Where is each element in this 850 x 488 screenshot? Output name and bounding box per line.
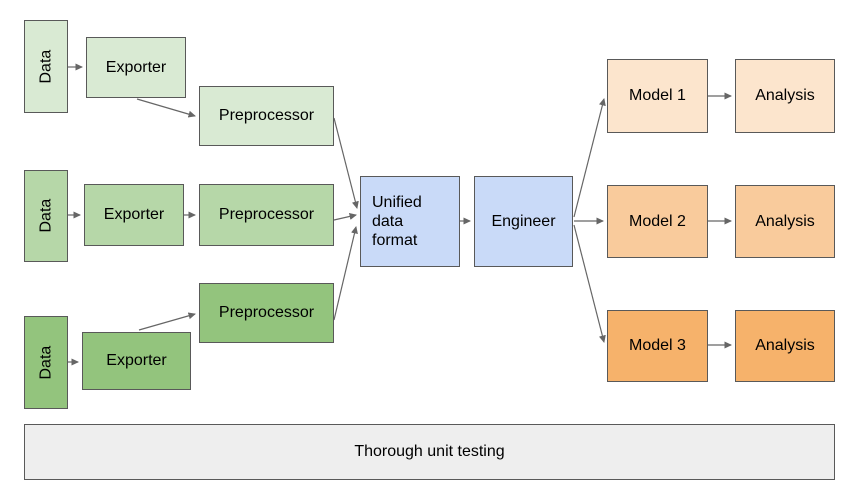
unit-testing-bar: Thorough unit testing [24,424,835,480]
arrow-preprocessor3-to-unified [333,226,358,321]
node-analysis-1-label: Analysis [755,87,815,105]
arrow-engineer-to-model1 [573,98,606,218]
node-engineer-label: Engineer [491,212,556,230]
arrow-preprocessor1-to-unified [333,117,359,209]
node-model-3-label: Model 3 [629,337,686,355]
node-exporter-3: Exporter [82,332,191,390]
node-preprocessor-3: Preprocessor [199,283,334,343]
node-model-1-label: Model 1 [629,87,686,105]
node-analysis-3: Analysis [735,310,835,382]
node-preprocessor-1-label: Preprocessor [218,107,315,125]
node-engineer: Engineer [474,176,573,267]
node-unified-data-format-label: Unified data format [372,193,422,250]
node-exporter-1: Exporter [86,37,186,98]
node-exporter-3-label: Exporter [106,352,167,370]
node-preprocessor-1: Preprocessor [199,86,334,146]
node-exporter-2: Exporter [84,184,184,246]
node-data-1-label: Data [37,49,55,84]
arrow-preprocessor2-to-unified [333,213,357,221]
node-data-2-label: Data [37,199,55,233]
arrow-engineer-to-model3 [573,224,606,343]
node-model-2: Model 2 [607,185,708,258]
node-data-3-label: Data [37,345,55,380]
node-exporter-2-label: Exporter [103,206,165,224]
node-analysis-2-label: Analysis [755,212,815,230]
node-exporter-1-label: Exporter [105,58,167,76]
arrow-exporter1-to-preprocessor1 [136,98,196,118]
node-analysis-2: Analysis [735,185,835,258]
node-model-3: Model 3 [607,310,708,382]
node-data-2: Data [24,170,68,262]
node-model-1: Model 1 [607,59,708,133]
node-data-3: Data [24,316,68,409]
node-model-2-label: Model 2 [629,212,686,230]
node-unified-data-format: Unified data format [360,176,460,267]
node-preprocessor-3-label: Preprocessor [218,304,315,322]
node-data-1: Data [24,20,68,113]
node-analysis-3-label: Analysis [755,337,815,355]
node-preprocessor-2-label: Preprocessor [218,206,315,224]
unit-testing-bar-label: Thorough unit testing [354,443,505,460]
node-preprocessor-2: Preprocessor [199,184,334,246]
node-analysis-1: Analysis [735,59,835,133]
arrow-exporter3-to-preprocessor3 [138,312,196,331]
